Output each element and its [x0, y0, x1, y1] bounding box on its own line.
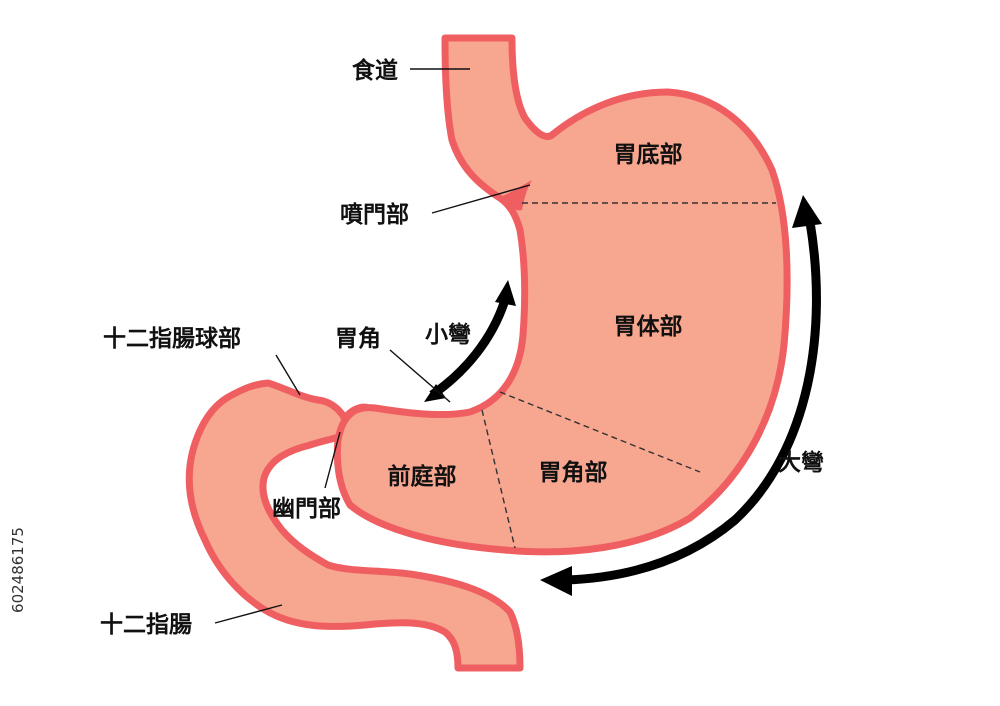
cardia-notch	[498, 180, 532, 211]
body-antrum-border	[499, 391, 701, 473]
angular-region-label: 胃角部	[539, 459, 608, 486]
greater-curvature-arrowhead-top	[792, 195, 822, 228]
body-label: 胃体部	[614, 313, 683, 340]
lesser-curvature-arrow-shaft	[429, 298, 510, 399]
stomach-shape	[333, 34, 791, 556]
duodenum-leader	[214, 604, 283, 624]
pylorus-leader	[324, 431, 341, 489]
esophagus-label: 食道	[352, 57, 398, 84]
cardia-label: 噴門部	[340, 201, 409, 228]
antrum-label: 前庭部	[388, 463, 457, 490]
fundus-label: 胃底部	[614, 141, 683, 168]
greater-curvature-arrow-shaft	[564, 221, 821, 585]
angulus-leader	[389, 349, 451, 403]
lesser-curvature-label: 小彎	[425, 322, 471, 348]
angulus-label: 胃角	[335, 325, 381, 352]
greater-curvature-label: 大彎	[778, 450, 824, 476]
watermark-id-text: 602486175	[9, 527, 27, 613]
antrum-division-border	[481, 409, 516, 549]
watermark-id: 602486175	[6, 470, 30, 670]
greater-curvature-arrowhead-bottom	[540, 566, 572, 596]
pylorus-notch	[340, 403, 368, 425]
duodenal-bulb-leader	[275, 354, 301, 396]
pylorus-label: 幽門部	[272, 495, 341, 522]
duodenal-bulb-label: 十二指腸球部	[103, 325, 241, 352]
duodenum-label: 十二指腸	[100, 612, 192, 638]
lesser-curvature-arrowhead-bottom	[424, 384, 446, 402]
lesser-curvature-arrowhead-top	[495, 280, 516, 306]
cardia-leader	[431, 184, 531, 214]
duodenum-shape	[185, 379, 524, 672]
